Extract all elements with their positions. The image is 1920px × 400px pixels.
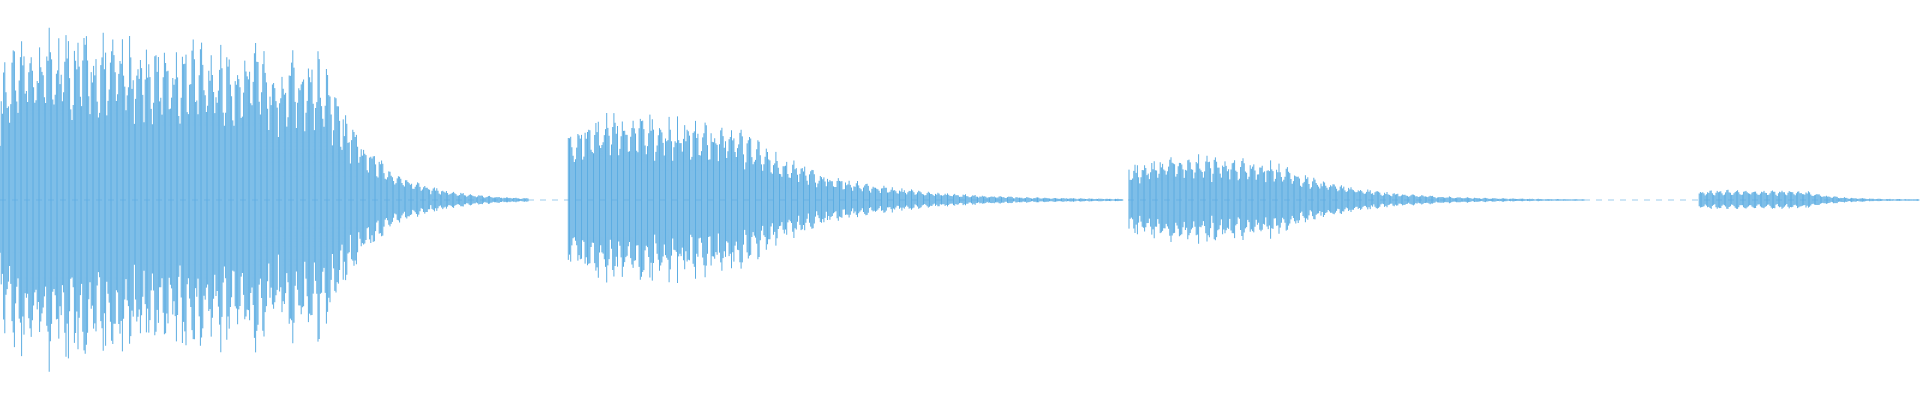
waveform-segment-1[interactable] [0,27,529,372]
waveform-segment-2[interactable] [567,113,1124,283]
waveform-trace [0,27,529,372]
waveform-trace [567,113,1124,283]
waveform-trace [1698,189,1920,209]
waveform-trace [1128,154,1585,244]
waveform-segment-4[interactable] [1698,189,1920,209]
waveform-segment-3[interactable] [1128,154,1585,244]
